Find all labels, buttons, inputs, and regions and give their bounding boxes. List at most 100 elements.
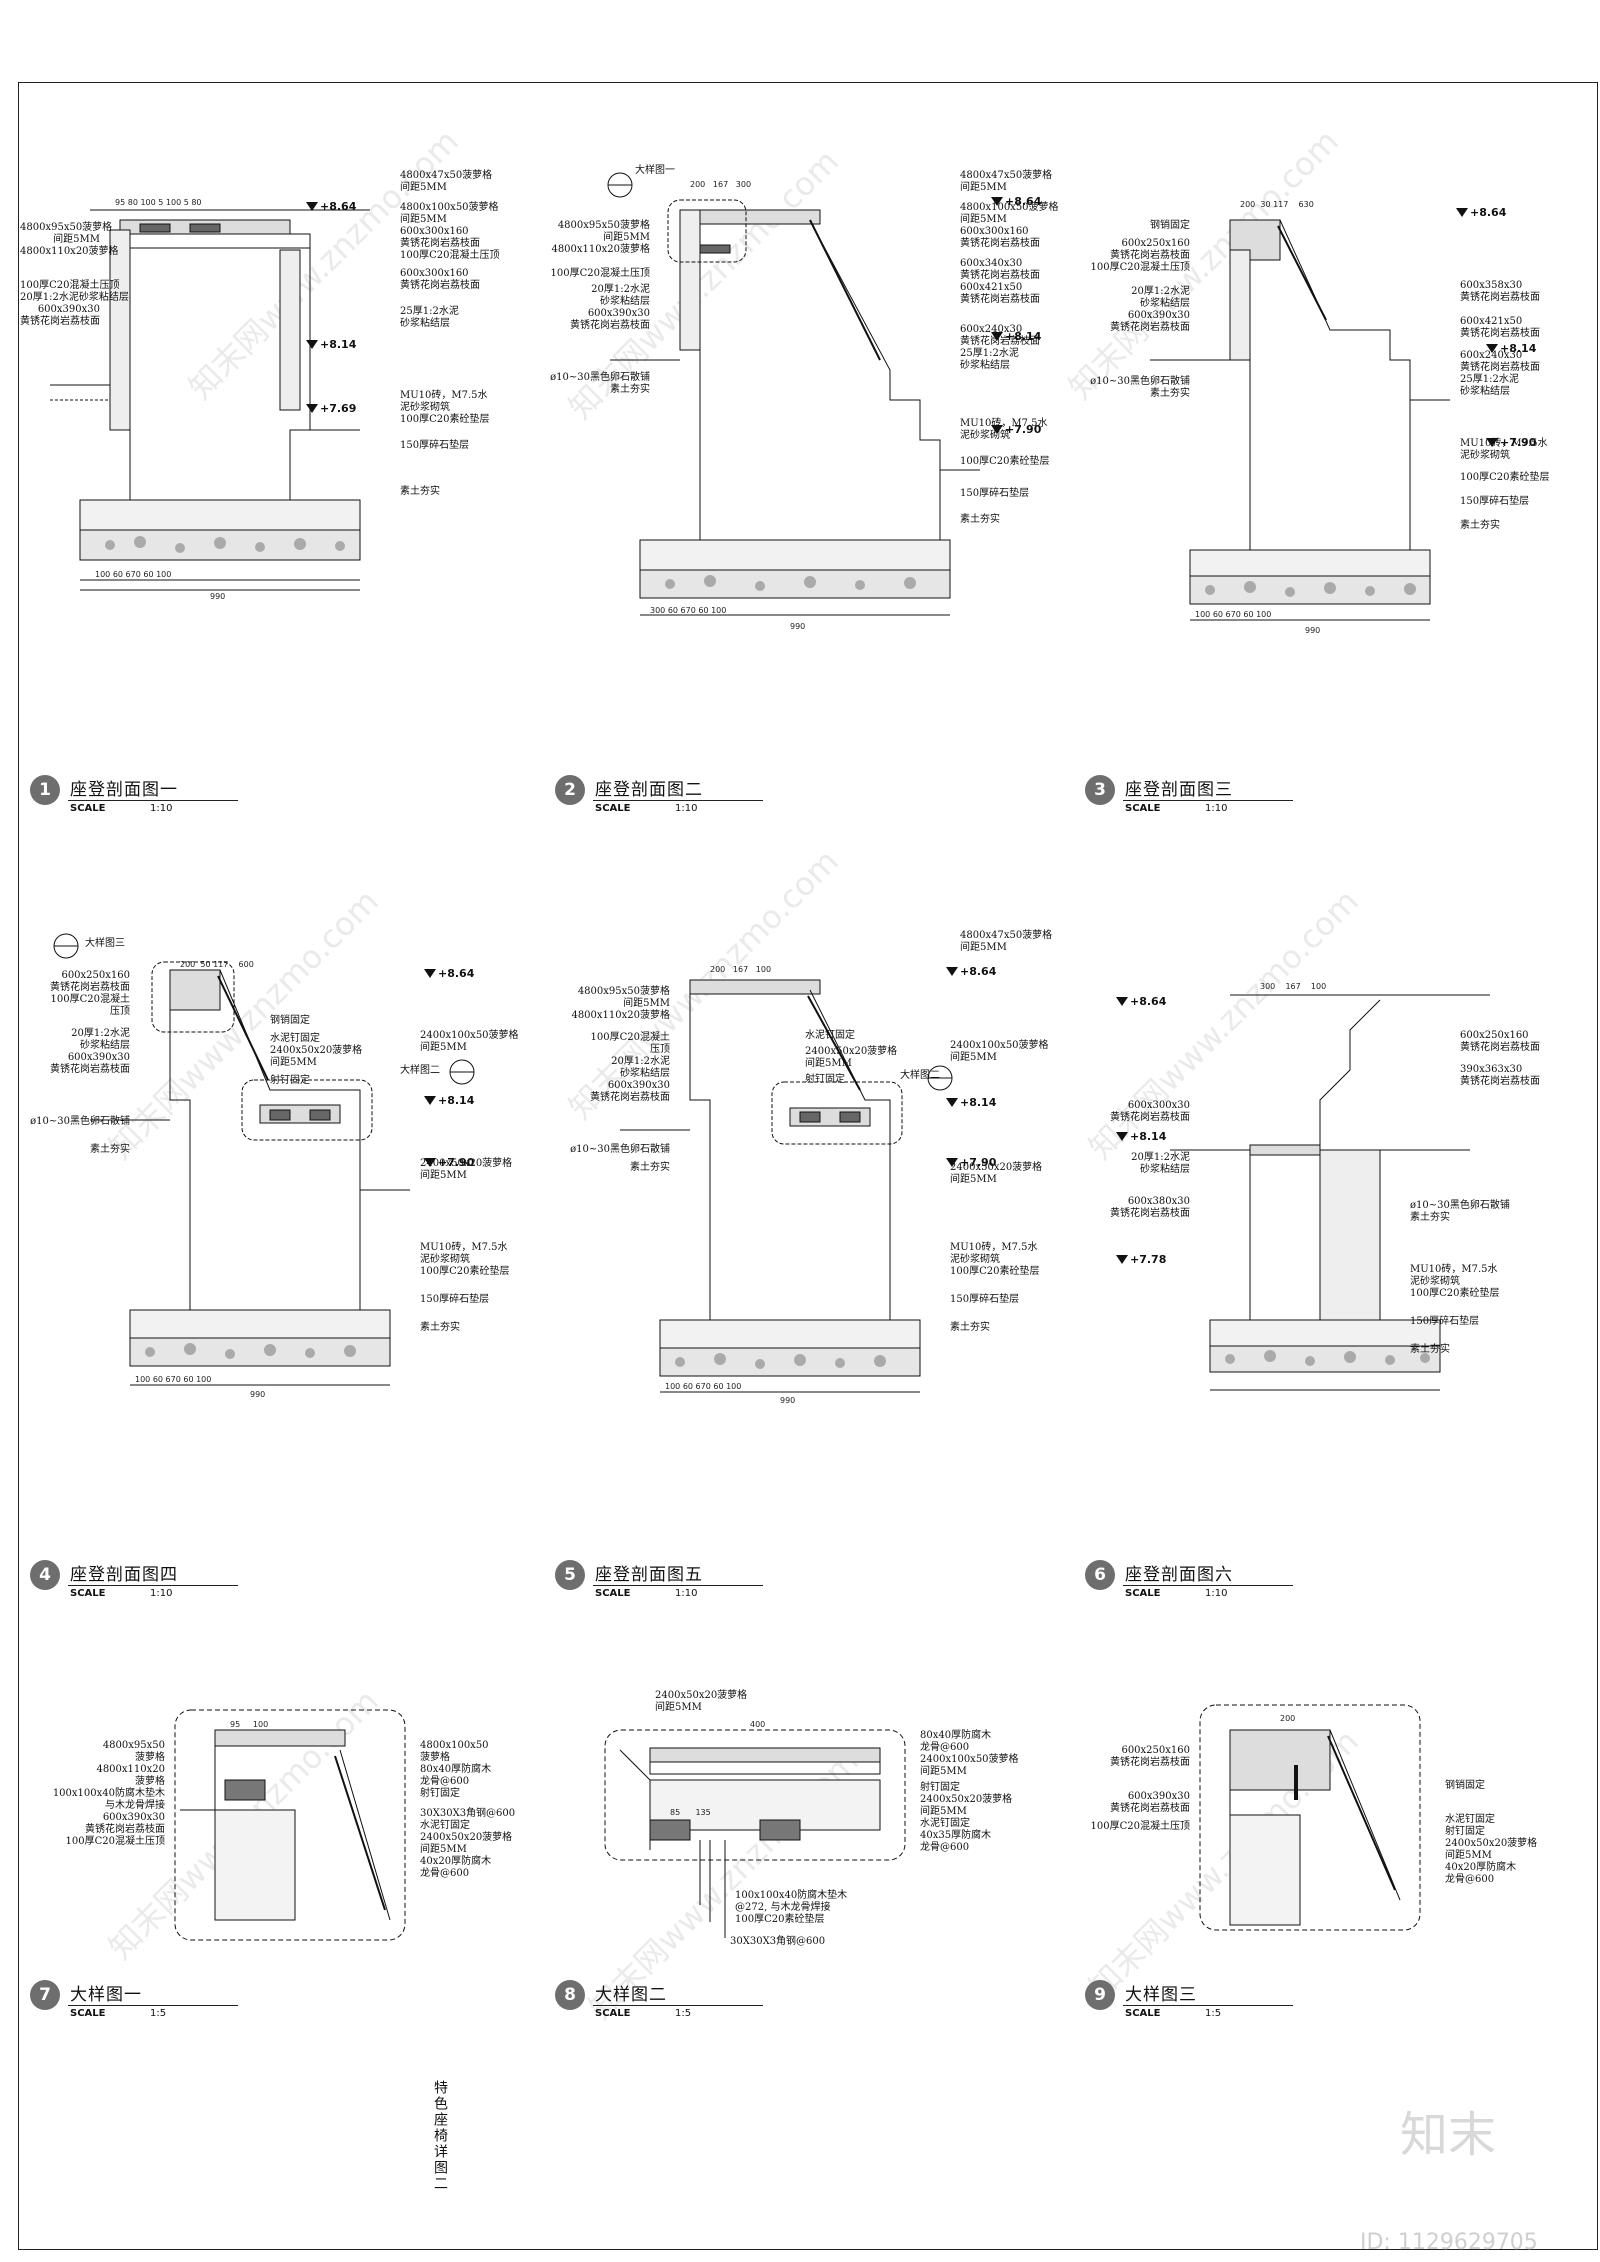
elevation-mark: +8.14 (423, 1094, 475, 1107)
scale-value: 1:10 (675, 1588, 698, 1599)
brand-logo-text: 知末 (1400, 2107, 1497, 2163)
sheet-vertical-title: 特色座椅详图二 (432, 2080, 448, 2192)
scale-label: SCALE (1125, 1588, 1161, 1599)
dim-top: 400 (750, 1720, 766, 1729)
scale-value: 1:10 (1205, 1588, 1228, 1599)
panel-title-7: 7 大样图一 SCALE 1:5 (30, 1980, 330, 2020)
dim-bottom: 100 60 670 60 100 (95, 570, 172, 579)
panel-title-3: 3 座登剖面图三 SCALE 1:10 (1085, 775, 1385, 815)
dim-top: 300 167 100 (1260, 982, 1327, 991)
detail-drawing-8 (604, 1729, 906, 1938)
elevation-mark: +8.14 (945, 1096, 997, 1109)
callout-right-group: 2400x100x50菠萝格间距5MM (420, 1030, 519, 1053)
elevation-mark: +8.64 (990, 195, 1042, 208)
section-drawing-6 (1170, 994, 1490, 1391)
dim-top: 200 30 117 630 (1240, 200, 1314, 209)
section-panel-5: 大样图二 200 167 100 100 60 670 60 100 990 +… (560, 930, 1060, 1405)
dim-bottom: 100 60 670 60 100 (135, 1375, 212, 1384)
dim-top: 200 167 300 (690, 180, 752, 189)
scale-value: 1:10 (675, 803, 698, 814)
title-underline (593, 800, 763, 801)
callout-bottom-group: 100x100x40防腐木垫木@272, 与木龙骨焊接 100厚C20素砼垫层 (735, 1890, 848, 1925)
panel-title-8: 8 大样图二 SCALE 1:5 (555, 1980, 855, 2020)
callout-left-group: 4800x95x50菠萝格间距5MM 4800x110x20菠萝格 100厚C2… (550, 220, 650, 395)
callout-right-group: 4800x47x50菠萝格间距5MM (960, 930, 1053, 953)
panel-title-1: 1 座登剖面图一 SCALE 1:10 (30, 775, 330, 815)
elevation-mark: +8.14 (305, 338, 357, 351)
section-drawing-2 (607, 172, 980, 616)
callout-right-group: 4800x47x50菠萝格间距5MM 4800x100x50菠萝格间距5MM 6… (400, 170, 500, 497)
dim-bottom: 100 60 670 60 100 (1195, 610, 1272, 619)
panel-title-9: 9 大样图三 SCALE 1:5 (1085, 1980, 1385, 2020)
callout-top-group: 2400x50x20菠萝格间距5MM (655, 1690, 748, 1713)
panel-title-5: 5 座登剖面图五 SCALE 1:10 (555, 1560, 855, 1600)
scale-label: SCALE (70, 2008, 106, 2019)
image-id-text: ID: 1129629705 (1360, 2230, 1538, 2255)
panel-number-badge: 6 (1085, 1560, 1115, 1590)
panel-number-badge: 9 (1085, 1980, 1115, 2010)
title-underline (1123, 2005, 1293, 2006)
section-panel-1: 95 80 100 5 100 5 80 100 60 670 60 100 9… (20, 170, 530, 640)
dim-top: 85 135 (670, 1808, 711, 1817)
elevation-mark: +8.64 (305, 200, 357, 213)
detail-reference: 大样图二 (900, 1070, 940, 1081)
scale-label: SCALE (70, 1588, 106, 1599)
dim-bottom: 100 60 670 60 100 (665, 1382, 742, 1391)
scale-label: SCALE (595, 1588, 631, 1599)
callout-right-group: 水泥钉固定 2400x50x20菠萝格间距5MM 射钉固定 (805, 1030, 898, 1085)
elevation-mark: +7.90 (990, 423, 1042, 436)
title-underline (68, 1585, 238, 1586)
callout-right-group: 2400x50x20菠萝格间距5MM MU10砖，M7.5水泥砂浆砌筑 100厚… (420, 1158, 513, 1333)
elevation-mark: +8.64 (423, 967, 475, 980)
panel-number-badge: 1 (30, 775, 60, 805)
panel-title-text: 座登剖面图六 (1125, 1565, 1233, 1585)
panel-title-text: 大样图一 (70, 1985, 142, 2005)
section-drawing-4 (53, 933, 475, 1386)
panel-title-text: 大样图二 (595, 1985, 667, 2005)
detail-reference: 大样图一 (635, 165, 675, 176)
elevation-mark: +8.14 (1485, 342, 1537, 355)
panel-title-4: 4 座登剖面图四 SCALE 1:10 (30, 1560, 330, 1600)
panel-number-badge: 5 (555, 1560, 585, 1590)
panel-title-text: 座登剖面图四 (70, 1565, 178, 1585)
section-panel-2: 大样图一 200 167 300 300 60 670 60 100 990 +… (550, 165, 1060, 640)
title-underline (68, 800, 238, 801)
dim-top: 95 100 (230, 1720, 269, 1729)
detail-reference: 大样图三 (85, 938, 125, 949)
callout-right-group: 4800x47x50菠萝格间距5MM 4800x100x50菠萝格间距5MM 6… (960, 170, 1059, 525)
scale-value: 1:10 (1205, 803, 1228, 814)
dim-total: 990 (790, 622, 806, 631)
scale-value: 1:5 (1205, 2008, 1222, 2019)
elevation-mark: +7.69 (305, 402, 357, 415)
elevation-mark: +8.14 (990, 330, 1042, 343)
scale-label: SCALE (1125, 2008, 1161, 2019)
section-drawing-3 (1150, 219, 1450, 621)
elevation-mark: +8.64 (1455, 206, 1507, 219)
section-panel-6: 300 167 100 +8.64 +8.14 +7.78 600x300x30… (1090, 960, 1590, 1430)
dim-top: 200 167 100 (710, 965, 772, 974)
scale-value: 1:5 (675, 2008, 692, 2019)
panel-title-6: 6 座登剖面图六 SCALE 1:10 (1085, 1560, 1385, 1600)
panel-number-badge: 8 (555, 1980, 585, 2010)
elevation-mark: +7.78 (1115, 1253, 1167, 1266)
elevation-mark: +7.90 (945, 1156, 997, 1169)
dim-bottom: 300 60 670 60 100 (650, 606, 727, 615)
title-underline (1123, 1585, 1293, 1586)
panel-number-badge: 2 (555, 775, 585, 805)
dim-top: 200 (1280, 1714, 1296, 1723)
callout-left-group: 4800x95x50菠萝格间距5MM 4800x110x20菠萝格 (20, 222, 119, 257)
panel-title-2: 2 座登剖面图二 SCALE 1:10 (555, 775, 855, 815)
panel-title-text: 座登剖面图二 (595, 780, 703, 800)
callout-right-group: 2400x100x50菠萝格间距5MM (950, 1040, 1049, 1063)
